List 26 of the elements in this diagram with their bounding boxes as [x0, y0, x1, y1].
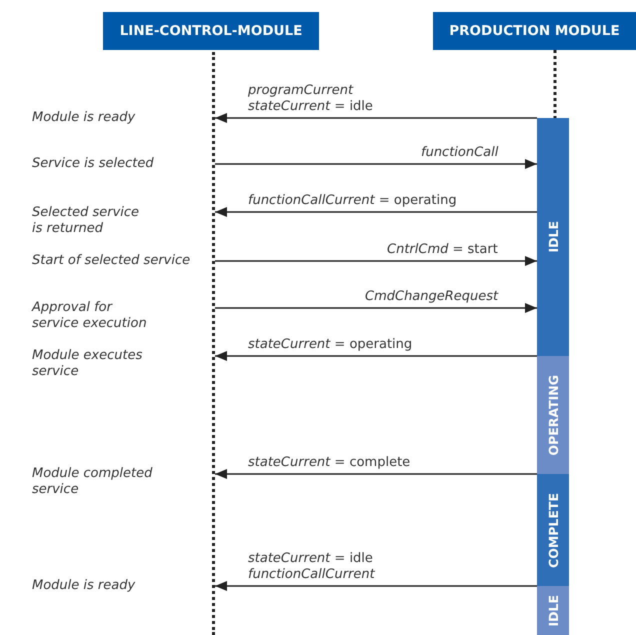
state-bar: IDLE — [537, 586, 569, 635]
step-note: Start of selected service — [32, 253, 192, 269]
module-header: PRODUCTION MODULE — [433, 12, 636, 50]
lifeline — [554, 50, 556, 118]
module-header: LINE-CONTROL-MODULE — [103, 12, 319, 50]
arrow — [215, 256, 537, 266]
arrow — [215, 113, 537, 123]
step-note: Module completed service — [32, 466, 154, 498]
step-note: Module is ready — [32, 578, 136, 594]
edge-label: CmdChangeRequest — [363, 289, 500, 305]
arrow — [215, 303, 537, 313]
state-bar: COMPLETE — [537, 474, 569, 586]
state-bar: IDLE — [537, 118, 569, 356]
step-note: Selected service is returned — [32, 205, 140, 237]
arrow — [215, 581, 537, 591]
step-note: Module executes service — [32, 348, 144, 380]
lifeline — [212, 52, 215, 635]
arrow — [215, 207, 537, 217]
state-bar: OPERATING — [537, 356, 569, 474]
edge-label: stateCurrent = complete — [246, 455, 412, 471]
step-note: Approval for service execution — [32, 300, 148, 332]
arrow — [215, 469, 537, 479]
arrow — [215, 351, 537, 361]
arrow — [215, 159, 537, 169]
step-note: Service is selected — [32, 156, 155, 172]
step-note: Module is ready — [32, 110, 136, 126]
